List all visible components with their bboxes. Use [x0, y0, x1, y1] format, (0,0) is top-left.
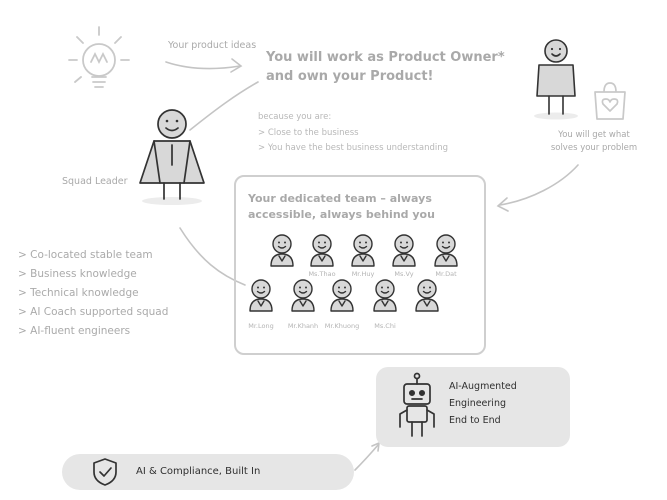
dedicated-team-box	[234, 175, 486, 355]
ideas-label: Your product ideas	[168, 40, 257, 51]
team-member-avatar	[346, 233, 380, 267]
team-member-name: Mr.Khanh	[287, 322, 319, 330]
team-title: Your dedicated team – always accessible,…	[248, 191, 435, 223]
customer-to-team-arrow	[499, 164, 579, 206]
lightbulb-icon	[68, 26, 130, 88]
because-block: because you are: > Close to the business…	[258, 110, 448, 157]
ai-text-line: AI-Augmented	[449, 381, 517, 392]
leader-to-team-line	[179, 227, 246, 286]
team-member-name: Mr.Long	[248, 322, 274, 330]
because-item: > You have the best business understandi…	[258, 143, 449, 153]
team-member-avatar	[368, 278, 402, 312]
team-member-name: Mr.Huy	[351, 270, 375, 278]
team-title-line: accessible, always behind you	[248, 208, 435, 221]
compliance-to-ai-arrow	[354, 444, 379, 471]
leader-to-po-line	[189, 81, 259, 131]
team-member-avatar	[429, 233, 463, 267]
team-member-avatar	[325, 278, 359, 312]
customer-text: You will get what solves your problem	[550, 129, 638, 155]
shopping-bag-heart-icon	[594, 82, 626, 120]
benefit-item: > Co-located stable team	[18, 249, 153, 261]
team-member-avatar	[265, 233, 299, 267]
ai-text-line: Engineering	[449, 398, 506, 409]
team-member-name: Ms.Vy	[394, 270, 414, 278]
po-title: You will work as Product Owner* and own …	[266, 48, 505, 86]
benefit-item: > Technical knowledge	[18, 287, 139, 299]
squad-leader-label: Squad Leader	[62, 176, 128, 187]
compliance-label: AI & Compliance, Built In	[136, 466, 261, 477]
benefit-item: > AI-fluent engineers	[18, 325, 131, 337]
team-member-name: Mr.Khuong	[324, 322, 360, 330]
team-member-name: Mr.Dat	[435, 270, 457, 278]
team-member-name: Ms.Chi	[374, 322, 396, 330]
ai-text-line: End to End	[449, 415, 501, 426]
team-title-line: Your dedicated team – always	[248, 192, 432, 205]
team-member-avatar	[387, 233, 421, 267]
shield-check-icon	[93, 458, 117, 486]
po-title-line2: and own your Product!	[266, 69, 434, 84]
team-member-avatar	[286, 278, 320, 312]
ideas-arrow	[165, 61, 241, 70]
po-title-line1: You will work as Product Owner*	[266, 50, 505, 65]
because-item: > Close to the business	[258, 127, 359, 138]
team-member-name: Ms.Thao	[308, 270, 336, 278]
customer-figure	[534, 39, 578, 120]
customer-text-line: You will get what	[558, 130, 630, 140]
team-member-avatar	[305, 233, 339, 267]
squad-leader-figure	[139, 109, 205, 205]
customer-text-line: solves your problem	[550, 143, 638, 153]
ai-engineering-box	[376, 367, 570, 447]
ai-engineering-text: AI-Augmented Engineering End to End	[449, 378, 517, 429]
robot-icon	[399, 372, 435, 437]
because-intro: because you are:	[258, 112, 332, 122]
benefit-item: > AI Coach supported squad	[18, 306, 169, 318]
benefit-item: > Business knowledge	[18, 268, 137, 280]
team-member-avatar	[244, 278, 278, 312]
team-member-avatar	[410, 278, 444, 312]
compliance-pill	[62, 454, 354, 490]
